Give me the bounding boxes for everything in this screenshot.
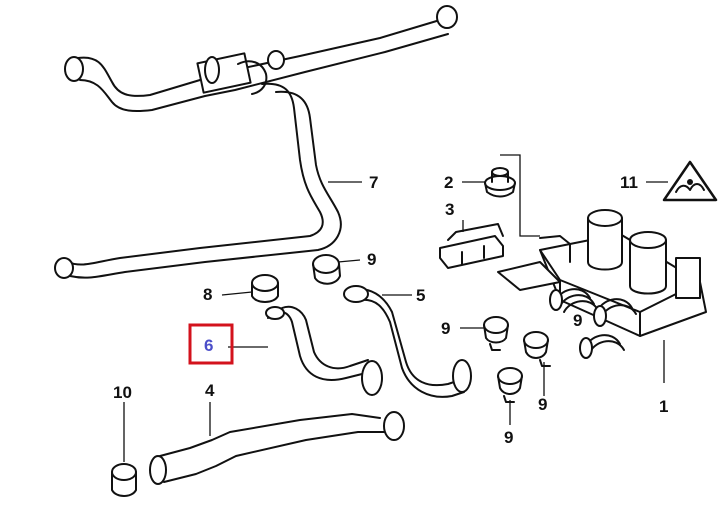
callout-9-lower: 9 xyxy=(538,395,547,414)
callout-9-bottom: 9 xyxy=(504,428,513,447)
highlight-box xyxy=(188,323,234,365)
hose-5 xyxy=(343,285,472,398)
callout-6: 6 xyxy=(204,336,213,355)
callout-3: 3 xyxy=(445,200,454,219)
callout-4: 4 xyxy=(205,381,215,400)
callout-7: 7 xyxy=(369,173,378,192)
callout-11: 11 xyxy=(620,173,638,192)
callout-5: 5 xyxy=(416,286,425,305)
callout-1: 1 xyxy=(659,397,668,416)
callout-9-left: 9 xyxy=(441,319,450,338)
leader-lines xyxy=(123,154,668,462)
callout-2: 2 xyxy=(444,173,453,192)
ring-8 xyxy=(251,274,279,303)
hose-6 xyxy=(265,305,383,396)
ring-10 xyxy=(111,463,137,497)
ring-9-top xyxy=(312,254,341,285)
callout-10: 10 xyxy=(113,383,132,402)
clamp-9-c xyxy=(497,367,523,403)
callout-8: 8 xyxy=(203,285,212,304)
grommet-2 xyxy=(484,167,516,198)
clamp-9-a xyxy=(483,316,509,351)
bracket-3 xyxy=(439,223,504,269)
hose-7 xyxy=(54,5,458,279)
valve-block-1 xyxy=(497,209,707,359)
callout-9-top: 9 xyxy=(367,250,376,269)
clamp-9-b xyxy=(523,331,551,367)
callout-9-right: 9 xyxy=(573,311,582,330)
warning-triangle-icon xyxy=(662,160,718,202)
hose-4 xyxy=(149,411,405,485)
